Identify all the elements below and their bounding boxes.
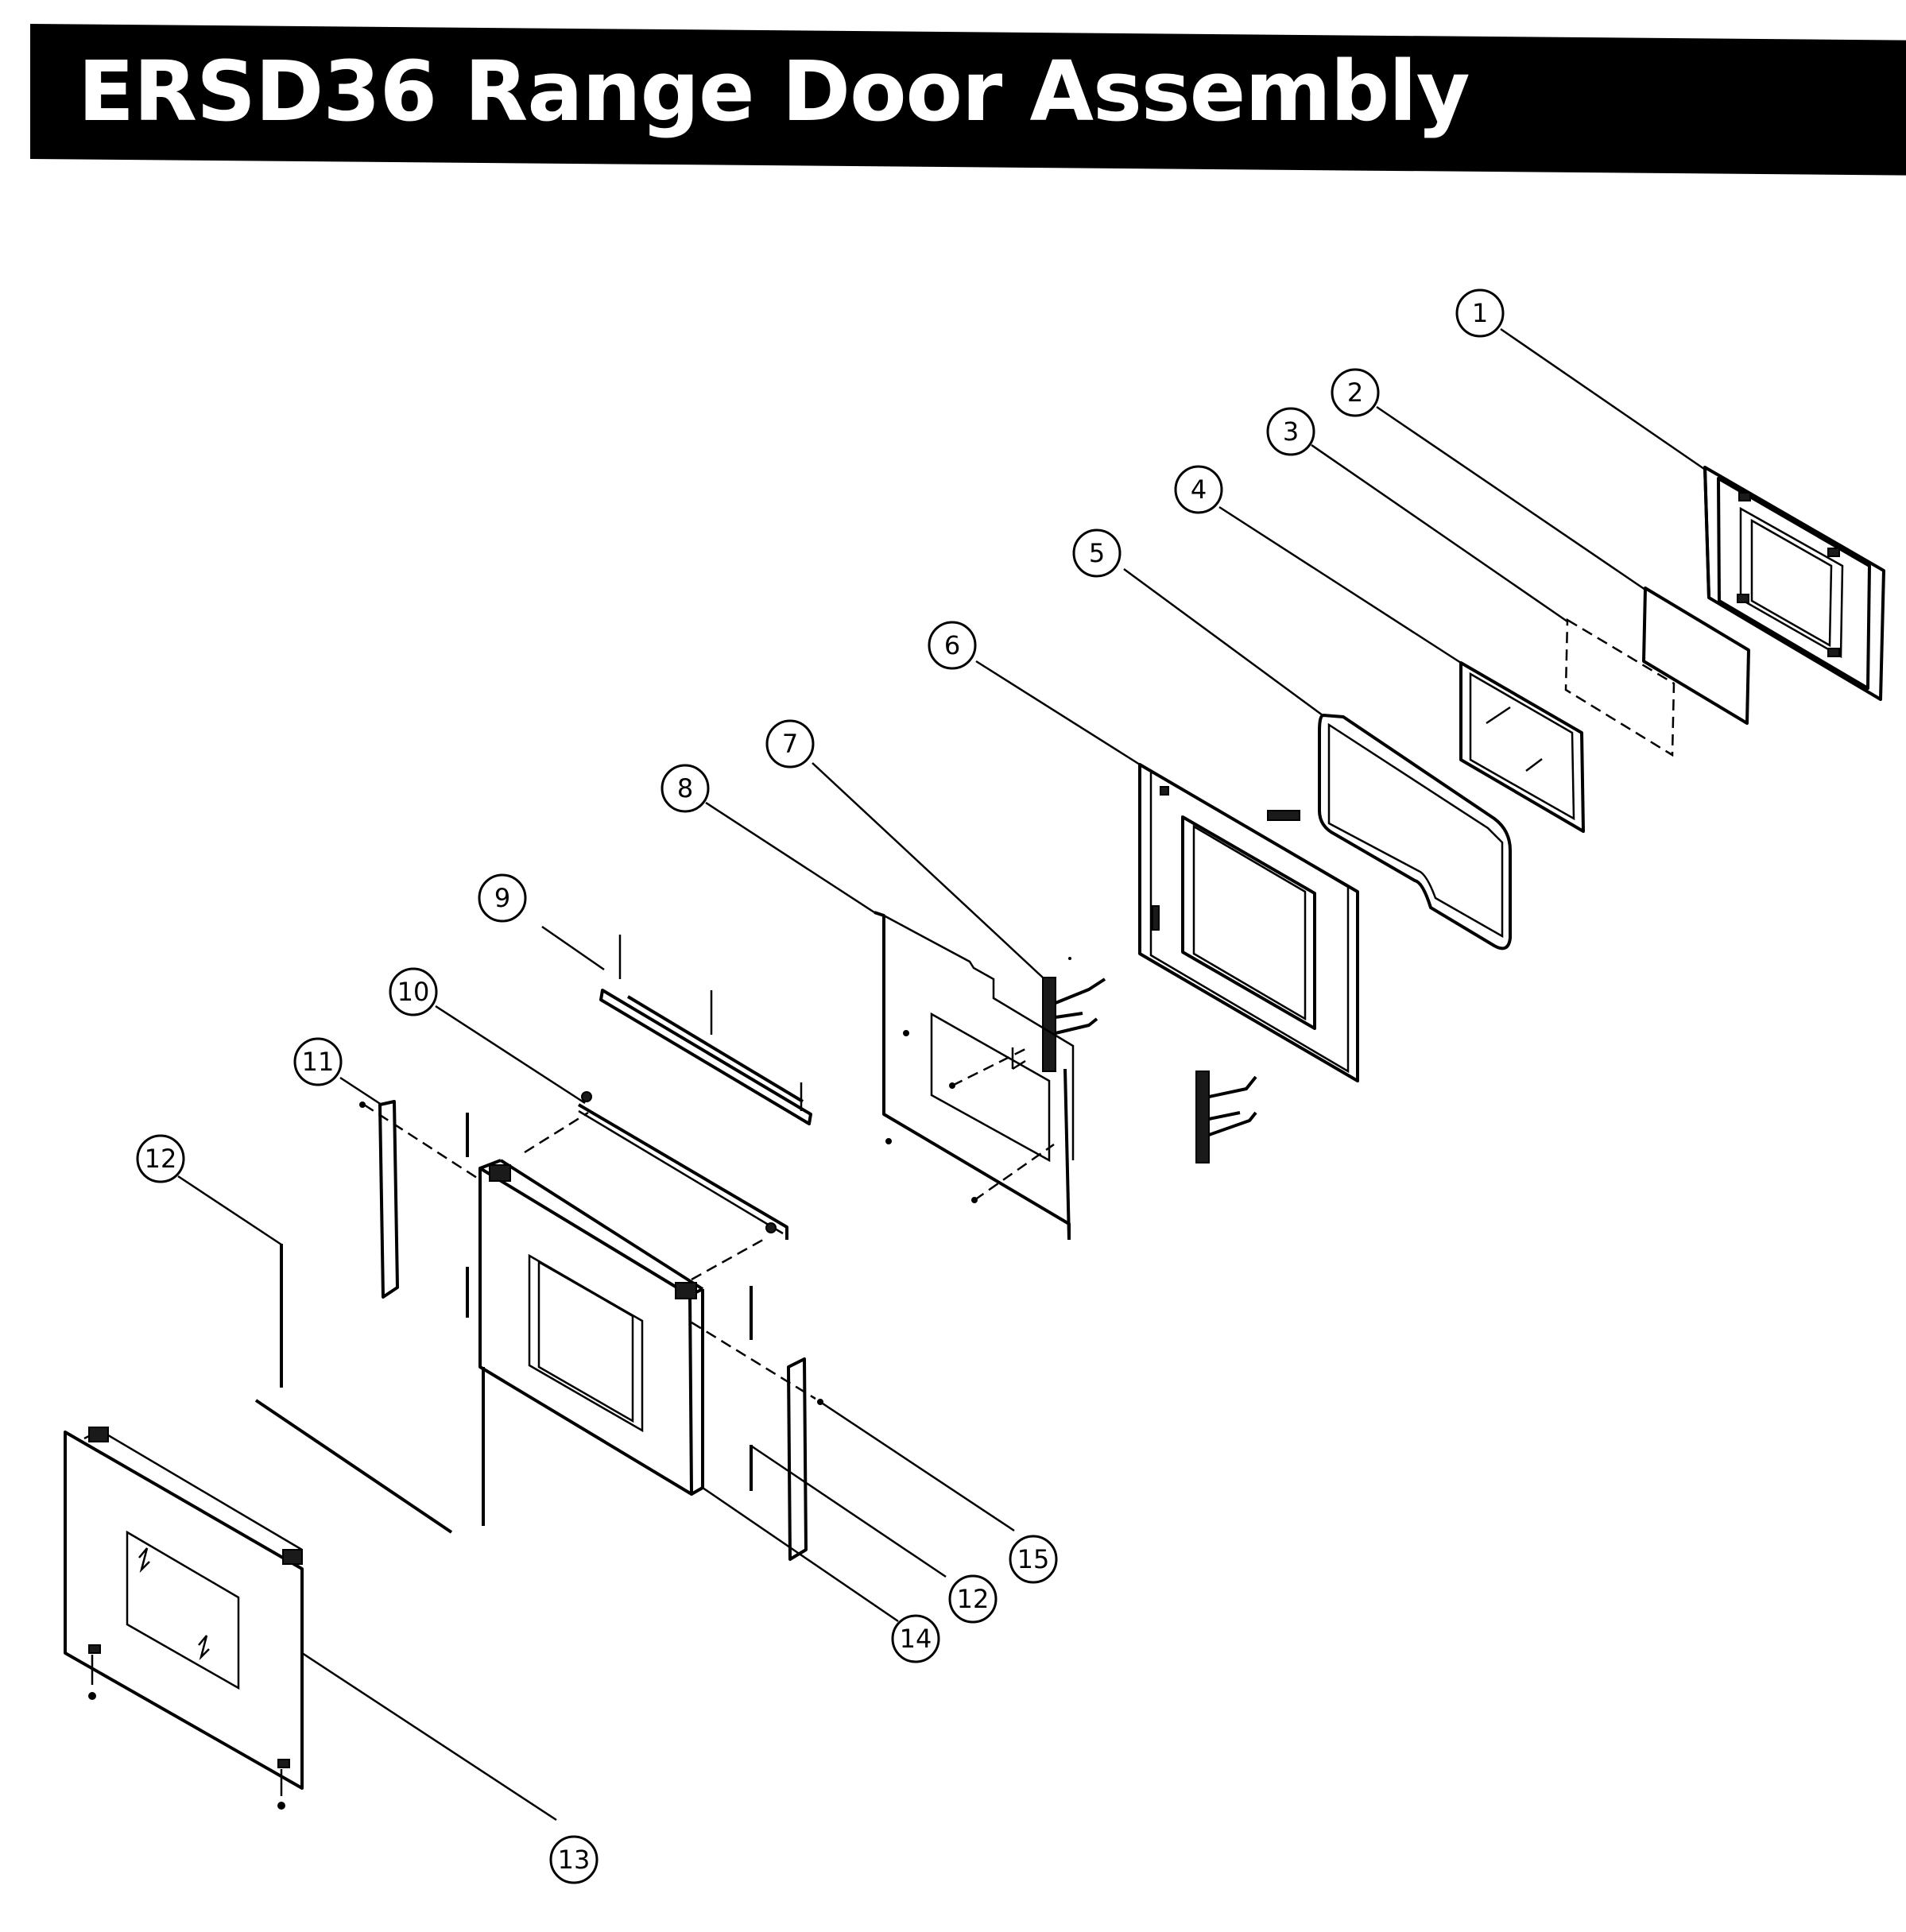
svg-text:12: 12	[145, 1144, 177, 1174]
svg-text:13: 13	[558, 1845, 591, 1875]
part-1-door-frame	[1703, 466, 1885, 701]
callout-1: 1	[1455, 288, 1505, 338]
svg-text:11: 11	[302, 1047, 335, 1077]
part-2-glass-panel	[1642, 587, 1750, 725]
callout-15: 15	[1009, 1535, 1058, 1584]
svg-text:14: 14	[900, 1624, 932, 1654]
callout-8: 8	[661, 764, 710, 813]
callout-10: 10	[389, 967, 438, 1016]
svg-text:4: 4	[1191, 474, 1207, 505]
callout-4: 4	[1174, 465, 1223, 514]
callout-11: 11	[293, 1037, 343, 1086]
svg-text:7: 7	[782, 729, 798, 759]
svg-text:8: 8	[677, 773, 693, 803]
callout-7: 7	[765, 719, 815, 769]
part-13-outer-door	[64, 1427, 304, 1810]
svg-text:1: 1	[1472, 298, 1488, 328]
svg-text:10: 10	[397, 977, 430, 1007]
part-8-door-liner	[874, 911, 1075, 1241]
callout-12-right: 12	[948, 1574, 998, 1624]
callout-3: 3	[1266, 407, 1315, 456]
part-3-glass-gasket	[1564, 618, 1675, 757]
part-bottom-bar	[254, 1367, 485, 1534]
callout-13: 13	[549, 1835, 599, 1884]
callout-9: 9	[478, 873, 527, 923]
svg-text:12: 12	[957, 1584, 990, 1614]
part-7-hinge	[1042, 957, 1106, 1072]
svg-text:15: 15	[1017, 1544, 1050, 1574]
part-11-side-strips	[359, 1100, 753, 1491]
callout-2: 2	[1331, 368, 1380, 417]
svg-text:3: 3	[1283, 416, 1299, 447]
svg-text:6: 6	[944, 630, 960, 660]
part-6-inner-door-panel	[1138, 763, 1359, 1082]
callout-14: 14	[891, 1614, 940, 1663]
leader-lines	[177, 327, 1705, 1822]
part-7-hinge-lower	[1195, 1071, 1257, 1163]
callout-5: 5	[1072, 528, 1122, 578]
svg-text:5: 5	[1089, 538, 1105, 568]
svg-text:2: 2	[1347, 377, 1363, 408]
part-14-right-strips	[691, 1321, 823, 1561]
callout-6: 6	[928, 621, 977, 670]
part-4-inner-glass	[1459, 661, 1585, 833]
svg-text:9: 9	[494, 883, 510, 913]
callout-12: 12	[136, 1134, 185, 1183]
part-10-door-panel	[478, 1091, 788, 1496]
page-title: ERSD36 Range Door Assembly	[78, 43, 1470, 140]
part-5-door-seal	[1318, 714, 1512, 951]
part-9-top-trim	[599, 935, 812, 1125]
